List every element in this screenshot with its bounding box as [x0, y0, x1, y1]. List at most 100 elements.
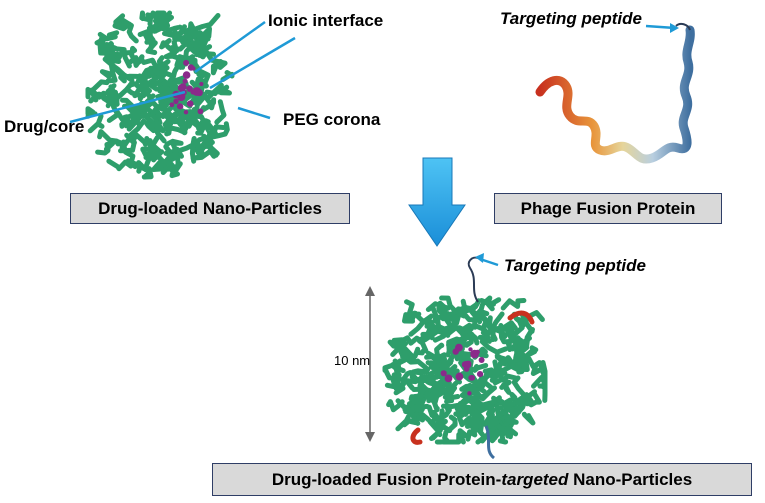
peg-strand [402, 310, 417, 324]
pointer-lines-top [69, 20, 296, 124]
drug-molecule [470, 349, 479, 359]
drug-molecule [173, 98, 179, 105]
peg-strand [108, 84, 120, 107]
peg-strand [499, 373, 519, 390]
peg-strand [209, 121, 230, 140]
drug-molecule [187, 64, 195, 71]
peg-strand [159, 38, 172, 50]
drug-molecule [468, 347, 473, 352]
peg-strand [204, 50, 228, 70]
box-targeted-italic: targeted [501, 469, 569, 489]
arrowhead-icon-bottom [475, 253, 484, 263]
scale-label: 10 nm [334, 353, 371, 368]
peg-strand [152, 67, 174, 80]
drug-molecule [199, 81, 204, 87]
peg-strand [498, 425, 519, 439]
phage-fusion-protein-graphic [535, 22, 695, 164]
nanoparticle-bottom [382, 253, 548, 460]
drug-molecule [183, 110, 189, 115]
peg-strand [425, 360, 442, 373]
peg-strand [139, 10, 153, 27]
drug-molecule [467, 391, 472, 396]
peg-strand [104, 138, 126, 153]
drug-molecule [444, 374, 453, 383]
peg-strand [510, 336, 525, 352]
peg-strand [177, 136, 198, 153]
drug-molecule [176, 103, 184, 110]
peg-strand [486, 412, 500, 429]
peg-strand [425, 301, 439, 324]
peg-strand [479, 297, 502, 307]
peg-strand [382, 362, 395, 381]
drug-molecule [179, 83, 187, 91]
drug-molecule [186, 85, 193, 92]
peg-corona-strands-bottom [382, 295, 548, 445]
peg-strand [476, 372, 489, 391]
drug-molecule [468, 375, 474, 381]
peg-strand [158, 80, 172, 94]
peg-strand [531, 374, 548, 389]
peg-strand [130, 106, 148, 120]
peg-strand [403, 405, 415, 417]
drug-core-cluster-bottom [440, 343, 485, 396]
peg-strand [425, 319, 438, 335]
flow-arrow [408, 157, 466, 247]
peg-strand [460, 298, 479, 312]
peg-strand [206, 122, 226, 136]
peg-strand [472, 346, 489, 360]
peg-strand [437, 370, 452, 386]
peg-strand [151, 158, 172, 172]
label-targeting-peptide-bottom: Targeting peptide [504, 256, 646, 275]
peg-strand [87, 113, 105, 134]
drug-molecule [186, 100, 194, 107]
drug-molecule [452, 348, 459, 355]
peg-strand [429, 415, 453, 434]
peg-strand [140, 146, 151, 160]
peg-strand [99, 69, 114, 79]
box-phage-fusion-protein: Phage Fusion Protein [494, 193, 722, 224]
peg-strand [482, 399, 497, 414]
peg-strand [497, 398, 514, 414]
peg-strand [521, 411, 536, 426]
peg-strand [129, 45, 145, 66]
peg-strand [410, 366, 431, 376]
peg-strand [437, 300, 451, 317]
peg-strand [410, 346, 425, 361]
drug-molecule [478, 357, 485, 363]
peg-strand [524, 345, 539, 358]
label-ionic-interface: Ionic interface [268, 11, 384, 30]
peg-strand [145, 36, 158, 55]
peg-corona-strands [85, 10, 235, 180]
peg-strand [384, 372, 400, 390]
drug-core-cluster [169, 59, 204, 115]
peg-strand [393, 379, 407, 396]
peg-strand [201, 91, 217, 111]
box-drug-loaded-nanoparticles-text: Drug-loaded Nano-Particles [98, 198, 322, 218]
peg-strand [464, 421, 480, 433]
peg-strand [386, 399, 405, 413]
peg-strand [88, 87, 115, 107]
peg-strand [189, 110, 206, 131]
pointer-ionic-interface-2 [209, 36, 296, 90]
label-targeting-peptide-top: Targeting peptide [500, 9, 642, 28]
peg-strand [479, 331, 509, 355]
box-phage-fusion-protein-text: Phage Fusion Protein [520, 198, 696, 218]
label-drug-core: Drug/core [4, 117, 85, 136]
peg-strand [138, 101, 156, 126]
peg-strand [482, 367, 505, 376]
peg-strand [463, 386, 477, 405]
peg-strand [498, 356, 525, 375]
peg-strand [109, 62, 135, 83]
peg-strand [94, 36, 110, 49]
peg-strand [154, 10, 171, 29]
peg-strand [118, 132, 137, 154]
drug-molecule [183, 59, 190, 66]
peg-strand [100, 41, 117, 57]
scale-bar [365, 286, 375, 442]
box-targeted-suffix: Nano-Particles [568, 469, 693, 489]
peg-strand [150, 105, 170, 120]
peg-strand [167, 151, 183, 174]
peg-strand [191, 13, 221, 41]
